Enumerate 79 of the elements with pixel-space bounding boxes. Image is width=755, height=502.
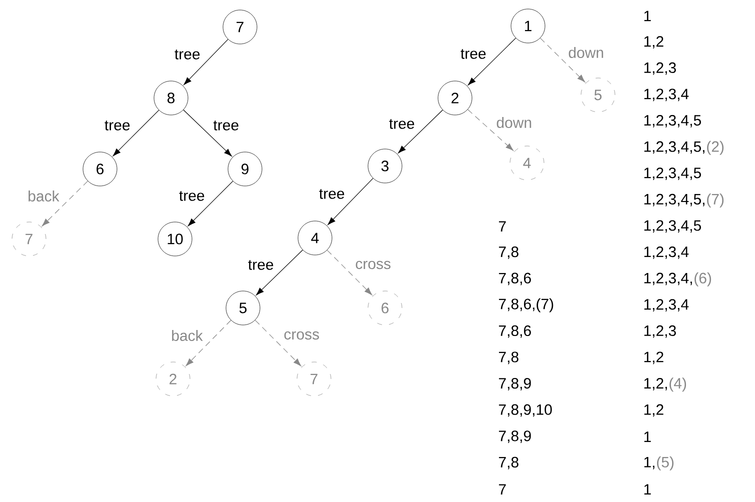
arrow xyxy=(188,180,234,226)
arrow xyxy=(184,39,228,85)
path-entry: 1,2,3 xyxy=(644,325,676,338)
path-entry: 1,2,3,4,5, xyxy=(644,194,704,206)
circle-node: 8 xyxy=(154,80,188,116)
path-entry: 1,2 xyxy=(644,404,664,417)
path-entry: 1 xyxy=(644,432,651,442)
path-entry: 1 xyxy=(644,10,651,22)
edge-label: tree xyxy=(319,189,344,199)
dashed-circle-node: 4 xyxy=(510,146,544,180)
edge-label: tree xyxy=(174,50,200,60)
dashed-arrow xyxy=(540,38,586,82)
dashed-arrow xyxy=(326,250,372,296)
path-entry: 1,2 xyxy=(644,36,664,48)
edge-label: back xyxy=(172,330,203,341)
visited-entry: (4) xyxy=(670,378,686,392)
arrow xyxy=(468,38,516,86)
path-entry: 1 xyxy=(644,484,651,495)
path-entry: 1,2, xyxy=(644,378,667,390)
path-entry: 7,8 xyxy=(498,456,518,470)
edge-label: back xyxy=(28,190,60,202)
circle-node: 4 xyxy=(298,220,332,256)
edge-label: cross xyxy=(284,331,319,340)
dashed-arrow xyxy=(42,180,88,226)
path-entry: 1,2 xyxy=(644,352,664,364)
path-entry: 7,8,6 xyxy=(498,325,531,338)
circle-node: 3 xyxy=(368,148,402,184)
path-entry: 1,2,3,4,5, xyxy=(644,141,704,154)
arrow xyxy=(398,110,443,154)
dashed-arrow xyxy=(467,109,514,151)
dashed-circle-node: 7 xyxy=(12,222,46,256)
dashed-circle-node: 6 xyxy=(368,290,402,326)
circle-node: 6 xyxy=(82,152,118,186)
dashed-circle-node: 7 xyxy=(296,362,332,396)
path-entry: 1, xyxy=(644,456,654,470)
path-entry: 7,8,9 xyxy=(498,378,531,390)
circle-node: 2 xyxy=(438,80,472,116)
path-entry: 7 xyxy=(498,484,506,495)
edge-label: cross xyxy=(356,260,390,270)
visited-entry: (6) xyxy=(694,272,712,286)
path-entry: 7,8 xyxy=(498,246,518,259)
path-entry: 1,2,3,4, xyxy=(644,272,692,286)
path-entry: 1,2,3,4 xyxy=(644,246,689,259)
visited-entry: (7) xyxy=(707,194,724,208)
path-entry: 7,8,6,(7) xyxy=(498,298,554,312)
dashed-circle-node: 5 xyxy=(580,78,616,112)
edge-label: tree xyxy=(248,260,274,270)
path-entry: 1,2,3,4 xyxy=(644,88,689,102)
edge-label: down xyxy=(496,116,532,128)
circle-node: 7 xyxy=(222,10,258,44)
visited-entry: (2) xyxy=(707,140,724,155)
circle-node: 1 xyxy=(510,8,546,44)
visited-entry: (5) xyxy=(657,456,674,470)
path-entry: 7,8,9 xyxy=(498,430,531,443)
path-entry: 1,2,3,4,5 xyxy=(644,220,701,233)
path-entry: 7 xyxy=(498,221,506,232)
arrow xyxy=(112,110,160,156)
dashed-arrow xyxy=(254,320,302,366)
path-entry: 1,2,3,4 xyxy=(644,299,689,312)
edge-label: tree xyxy=(179,191,204,201)
path-entry: 1,2,3,4,5 xyxy=(644,168,701,180)
path-entry: 7,8,6 xyxy=(498,272,531,286)
edge-label: tree xyxy=(213,120,238,130)
dashed-arrow xyxy=(186,320,232,366)
edge-label: tree xyxy=(389,119,414,129)
circle-node: 10 xyxy=(158,222,192,256)
dashed-circle-node: 2 xyxy=(156,362,190,396)
edge-label: tree xyxy=(104,120,130,130)
arrow xyxy=(328,178,374,225)
path-entry: 7,8,9,10 xyxy=(498,404,552,417)
circle-node: 5 xyxy=(226,290,260,326)
arrow xyxy=(256,250,303,296)
path-entry: 1,2,3,4,5 xyxy=(644,115,701,128)
edge-label: down xyxy=(568,46,604,58)
arrow xyxy=(183,110,232,156)
circle-node: 9 xyxy=(228,152,262,186)
path-entry: 7,8 xyxy=(498,352,518,364)
path-entry: 1,2,3 xyxy=(644,62,676,75)
edge-label: tree xyxy=(460,49,486,59)
